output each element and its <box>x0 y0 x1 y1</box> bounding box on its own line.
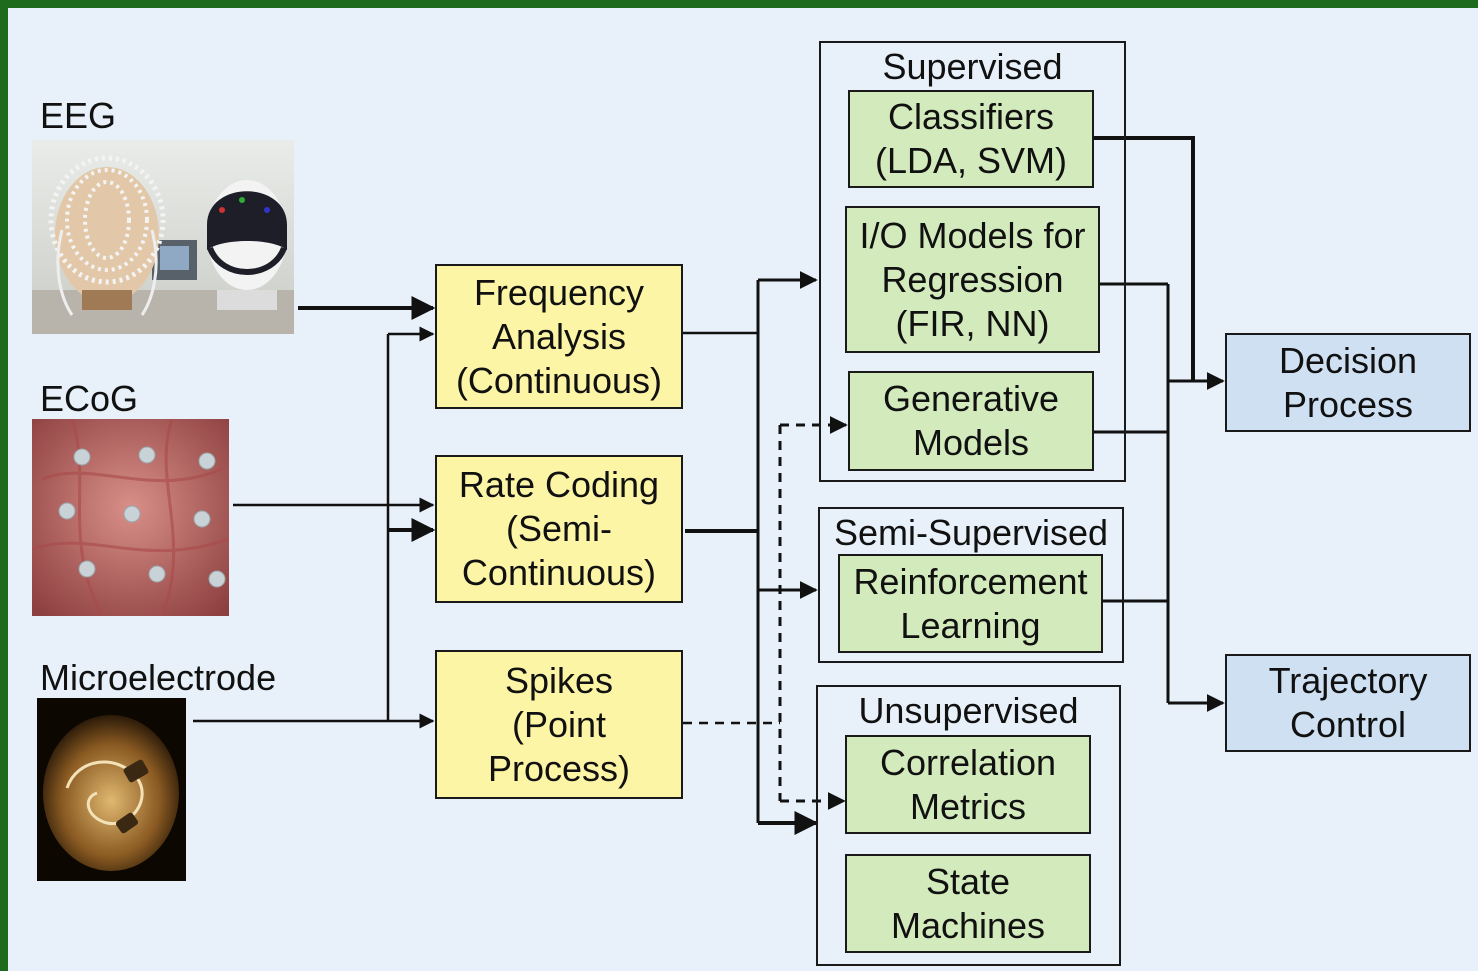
microelectrode-array-image <box>37 698 186 881</box>
semi-supervised-title: Semi-Supervised <box>833 512 1109 553</box>
eeg-label: EEG <box>40 95 117 136</box>
state-machines-box: State Machines <box>845 854 1091 953</box>
ecog-label: ECoG <box>40 378 139 419</box>
correlation-metrics-box: Correlation Metrics <box>845 735 1091 834</box>
diagram-canvas: EEG ECoG Microelectrode <box>8 8 1478 971</box>
spikes-box: Spikes (Point Process) <box>435 650 683 799</box>
classifiers-to-decision-line <box>1094 136 1195 380</box>
eeg-caps-image <box>32 140 294 334</box>
connector-lines <box>193 136 1225 835</box>
microelectrode-photo <box>37 698 186 881</box>
generative-models-box: Generative Models <box>848 371 1094 471</box>
trajectory-control-box: Trajectory Control <box>1225 654 1471 752</box>
classifiers-box: Classifiers (LDA, SVM) <box>848 90 1094 188</box>
io-models-box: I/O Models for Regression (FIR, NN) <box>845 206 1100 353</box>
supervised-group: Supervised <box>819 41 1126 482</box>
eeg-photo <box>32 140 294 334</box>
microelectrode-label: Microelectrode <box>40 657 277 698</box>
supervised-title: Supervised <box>882 46 1063 87</box>
decision-process-box: Decision Process <box>1225 333 1471 432</box>
unsupervised-title: Unsupervised <box>858 690 1079 731</box>
frequency-analysis-box: Frequency Analysis (Continuous) <box>435 264 683 409</box>
rate-coding-box: Rate Coding (Semi- Continuous) <box>435 455 683 603</box>
reinforcement-learning-box: Reinforcement Learning <box>838 554 1103 653</box>
unsupervised-group: Unsupervised <box>816 685 1121 966</box>
ecog-grid-image <box>32 419 229 616</box>
ecog-photo <box>32 419 229 616</box>
semi-supervised-group: Semi-Supervised <box>818 507 1124 663</box>
